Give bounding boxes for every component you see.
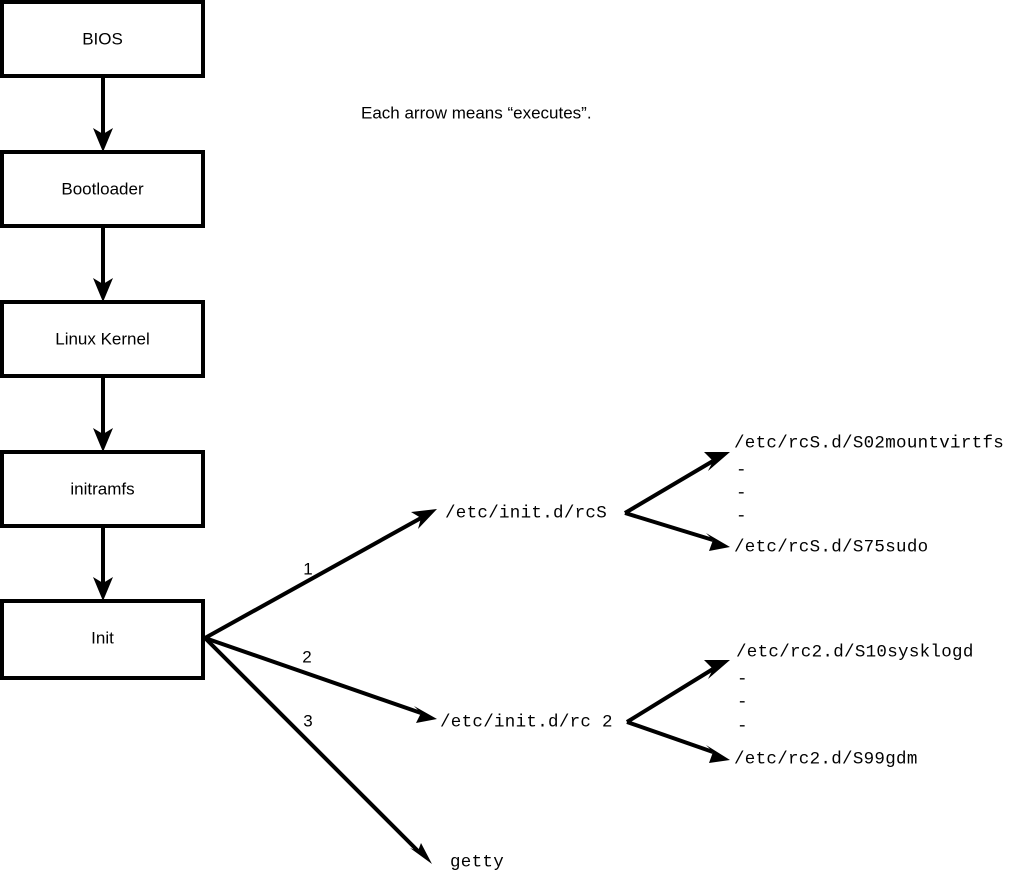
edge-init-to-rcs bbox=[204, 509, 437, 640]
node-bootloader[interactable]: Bootloader bbox=[0, 150, 205, 228]
edge-rc2-to-first-script bbox=[625, 660, 730, 724]
node-bios[interactable]: BIOS bbox=[0, 0, 205, 78]
node-bios-label: BIOS bbox=[82, 29, 123, 48]
node-getty[interactable]: getty bbox=[450, 853, 504, 873]
script-rcs-ellipsis-dash-1: - bbox=[736, 461, 747, 481]
node-linux-kernel-label: Linux Kernel bbox=[55, 329, 150, 348]
script-rc2-last[interactable]: /etc/rc2.d/S99gdm bbox=[734, 750, 918, 770]
script-rcs-last[interactable]: /etc/rcS.d/S75sudo bbox=[734, 538, 928, 558]
node-initramfs[interactable]: initramfs bbox=[0, 450, 205, 528]
node-etc-init-d-rcs[interactable]: /etc/init.d/rcS bbox=[445, 504, 607, 524]
legend-note: Each arrow means “executes”. bbox=[361, 103, 592, 122]
node-initramfs-label: initramfs bbox=[70, 479, 134, 498]
node-init[interactable]: Init bbox=[0, 599, 205, 680]
script-rcs-ellipsis-dash-2: - bbox=[736, 484, 747, 504]
script-rcs-first[interactable]: /etc/rcS.d/S02mountvirtfs bbox=[734, 434, 1004, 454]
node-bootloader-label: Bootloader bbox=[61, 179, 144, 198]
branch-number-3: 3 bbox=[303, 711, 312, 730]
edge-rcs-to-last-script bbox=[624, 511, 730, 551]
edge-bootloader-to-kernel bbox=[93, 226, 113, 302]
script-rc2-ellipsis-dash-2: - bbox=[737, 693, 748, 713]
node-linux-kernel[interactable]: Linux Kernel bbox=[0, 300, 205, 378]
edge-init-to-rc2 bbox=[204, 636, 437, 723]
script-rc2-ellipsis-dash-1: - bbox=[737, 670, 748, 690]
edge-initramfs-to-init bbox=[93, 526, 113, 601]
edge-init-to-getty bbox=[203, 636, 432, 864]
branch-number-1: 1 bbox=[303, 559, 312, 578]
edge-kernel-to-initramfs bbox=[93, 376, 113, 452]
script-rc2-first[interactable]: /etc/rc2.d/S10sysklogd bbox=[736, 643, 974, 663]
script-rcs-ellipsis-dash-3: - bbox=[736, 507, 747, 527]
node-init-label: Init bbox=[91, 628, 114, 647]
script-rc2-ellipsis-dash-3: - bbox=[737, 717, 748, 737]
edge-bios-to-bootloader bbox=[93, 76, 113, 152]
branch-number-2: 2 bbox=[302, 647, 311, 666]
edge-rc2-to-last-script bbox=[626, 720, 730, 763]
node-etc-init-d-rc2[interactable]: /etc/init.d/rc 2 bbox=[440, 713, 613, 733]
edge-rcs-to-first-script bbox=[623, 452, 730, 515]
